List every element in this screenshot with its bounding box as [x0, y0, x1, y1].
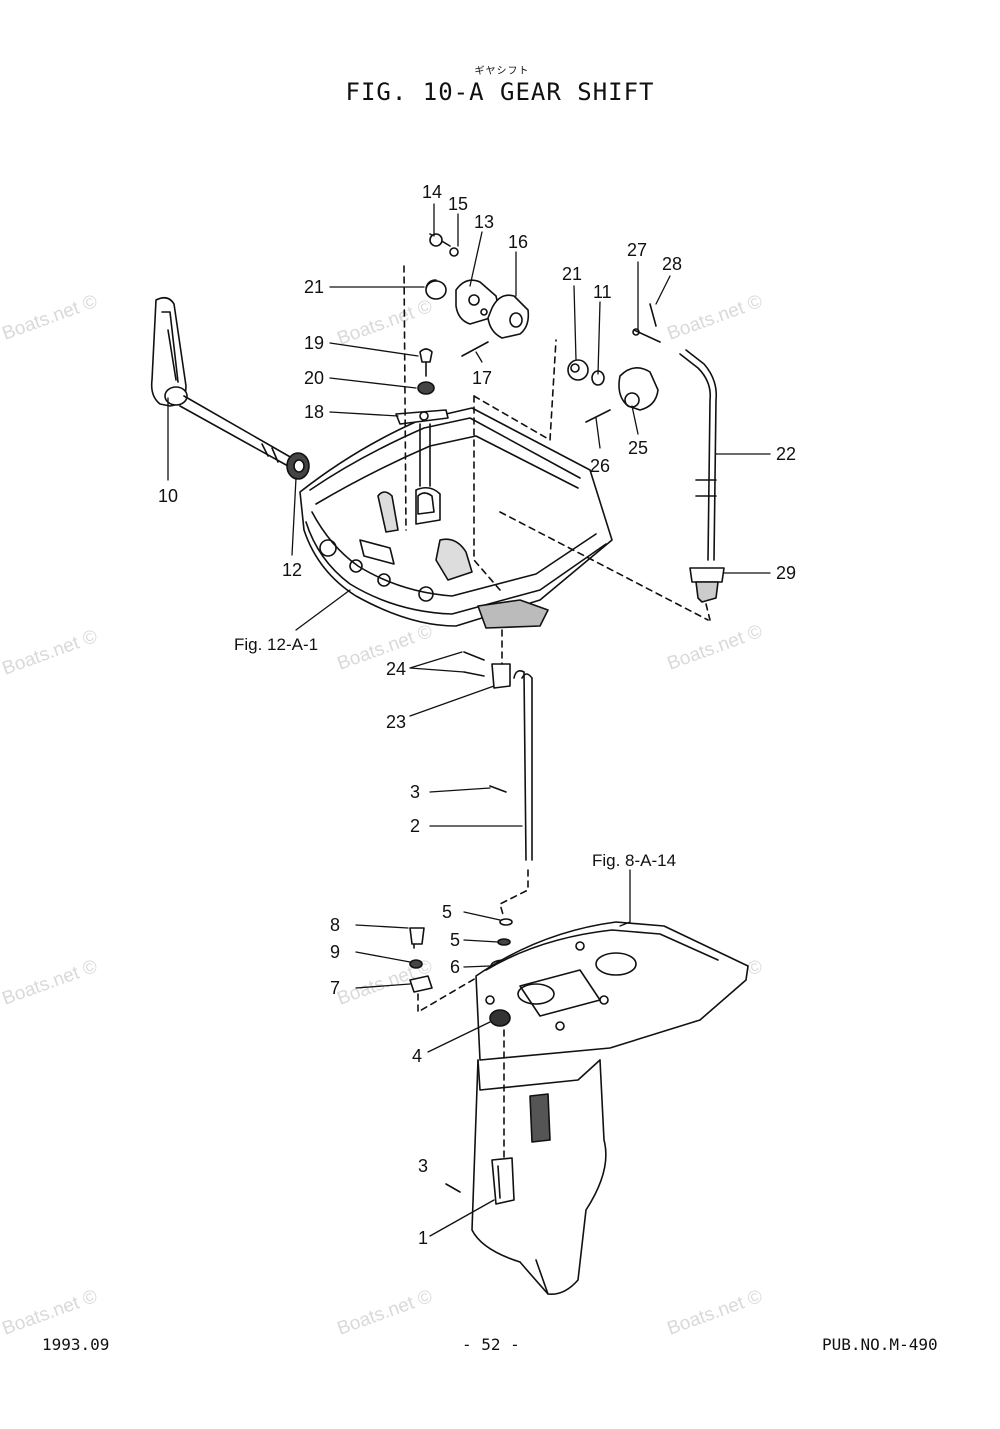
assembly-guide-lines [403, 265, 711, 1161]
callout-19: 19 [304, 333, 324, 353]
watermark-text: Boats.net © [665, 621, 766, 675]
callout-3-lower: 3 [418, 1156, 428, 1176]
callout-6: 6 [450, 957, 460, 977]
callout-18: 18 [304, 402, 324, 422]
callout-26: 26 [590, 456, 610, 476]
callout-4: 4 [412, 1046, 422, 1066]
lower-casing [471, 921, 749, 1296]
watermark-text: Boats.net © [0, 956, 100, 1010]
shift-lever-assembly [425, 233, 530, 357]
callout-9: 9 [330, 942, 340, 962]
shift-arm-assembly [567, 303, 661, 423]
joint-part-23 [491, 663, 511, 689]
grommet-part-12 [286, 452, 310, 480]
callout-21-left: 21 [304, 277, 324, 297]
callout-14: 14 [422, 182, 442, 202]
bottom-cowling [299, 407, 613, 629]
callout-24: 24 [386, 659, 406, 679]
footer-publication-number: PUB.NO.M-490 [822, 1335, 938, 1354]
callout-8: 8 [330, 915, 340, 935]
watermark-text: Boats.net © [665, 1286, 766, 1340]
callout-22: 22 [776, 444, 796, 464]
shift-rod-part-22 [679, 349, 718, 561]
callout-leaders [167, 203, 771, 1237]
callout-5-b: 5 [450, 930, 460, 950]
callout-28: 28 [662, 254, 682, 274]
watermark-text: Boats.net © [335, 1286, 436, 1340]
watermark-text: Boats.net © [335, 296, 436, 350]
ref-fig-8-a-14: Fig. 8-A-14 [592, 851, 676, 870]
callout-12: 12 [282, 560, 302, 580]
watermark-text: Boats.net © [0, 626, 100, 680]
watermark-text: Boats.net © [0, 291, 100, 345]
ref-fig-12-a-1: Fig. 12-A-1 [234, 635, 318, 654]
callout-25: 25 [628, 438, 648, 458]
footer-date: 1993.09 [42, 1335, 110, 1354]
callout-16: 16 [508, 232, 528, 252]
pin-part-3-upper [489, 785, 507, 793]
callout-23: 23 [386, 712, 406, 732]
callout-2: 2 [410, 816, 420, 836]
callout-1: 1 [418, 1228, 428, 1248]
callout-13: 13 [474, 212, 494, 232]
callout-7: 7 [330, 978, 340, 998]
plate-bolt-washer [395, 348, 449, 515]
callout-20: 20 [304, 368, 324, 388]
pin-part-3-lower [445, 1183, 461, 1193]
callout-5-a: 5 [442, 902, 452, 922]
callout-27: 27 [627, 240, 647, 260]
watermark-text: Boats.net © [335, 621, 436, 675]
bushing-part-29 [689, 567, 725, 603]
callout-3-upper: 3 [410, 782, 420, 802]
figure-title: FIG. 10-A GEAR SHIFT [345, 78, 655, 106]
watermark-text: Boats.net © [0, 1286, 100, 1340]
pins-part-24 [463, 651, 485, 677]
callout-labels: 14 15 13 16 21 21 11 27 28 19 20 18 17 2… [158, 182, 796, 1248]
callout-21-right: 21 [562, 264, 582, 284]
callout-15: 15 [448, 194, 468, 214]
shift-rod-part-2 [513, 670, 533, 861]
title-kana: ギヤシフト [474, 66, 530, 77]
shift-handle-part-10 [150, 296, 293, 467]
callout-11: 11 [593, 282, 612, 302]
watermark-text: Boats.net © [665, 291, 766, 345]
footer-page-number: - 52 - [462, 1335, 520, 1354]
callout-29: 29 [776, 563, 796, 583]
callout-17: 17 [472, 368, 492, 388]
callout-10: 10 [158, 486, 178, 506]
